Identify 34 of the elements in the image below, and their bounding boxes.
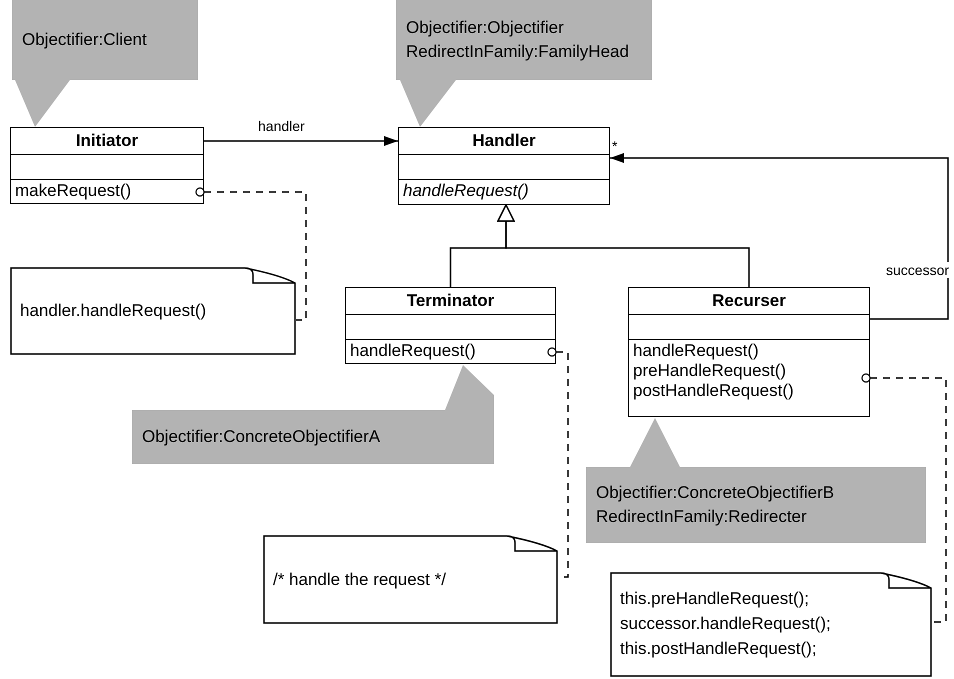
note-text: this.postHandleRequest(); xyxy=(620,638,817,660)
edge-label: successor xyxy=(886,262,950,278)
note-text: this.preHandleRequest(); xyxy=(620,588,809,610)
callout-text: Objectifier:Objectifier xyxy=(406,17,564,39)
class-name: Recurser xyxy=(712,290,786,312)
note-text: successor.handleRequest(); xyxy=(620,613,831,635)
association-arrow xyxy=(204,136,398,146)
association-arrow xyxy=(610,153,949,320)
multiplicity-label: * xyxy=(612,138,618,154)
method-name: handleRequest() xyxy=(633,341,759,361)
callout-text: Objectifier:ConcreteObjectifierB xyxy=(596,482,834,504)
note-link xyxy=(195,187,307,321)
note-link xyxy=(547,347,569,578)
class-box xyxy=(398,127,610,205)
callout-text: RedirectInFamily:Redirecter xyxy=(596,506,807,528)
association-arrow xyxy=(497,204,750,287)
edge-label: handler xyxy=(258,118,305,134)
class-box xyxy=(628,287,870,417)
note-link xyxy=(861,373,947,623)
callout-text: Objectifier:ConcreteObjectifierA xyxy=(142,426,380,448)
method-name: postHandleRequest() xyxy=(633,381,794,401)
class-box xyxy=(10,127,204,204)
note-text: /* handle the request */ xyxy=(273,570,446,590)
class-name: Handler xyxy=(472,130,536,152)
class-name: Initiator xyxy=(76,130,138,152)
class-box xyxy=(345,287,556,364)
note-text: handler.handleRequest() xyxy=(20,301,206,321)
callout-text: RedirectInFamily:FamilyHead xyxy=(406,41,629,63)
method-name: handleRequest() xyxy=(350,341,476,361)
method-name: preHandleRequest() xyxy=(633,361,786,381)
callout-text: Objectifier:Client xyxy=(22,29,147,51)
class-name: Terminator xyxy=(406,290,494,312)
method-name: handleRequest() xyxy=(403,181,529,201)
method-name: makeRequest() xyxy=(15,181,132,201)
